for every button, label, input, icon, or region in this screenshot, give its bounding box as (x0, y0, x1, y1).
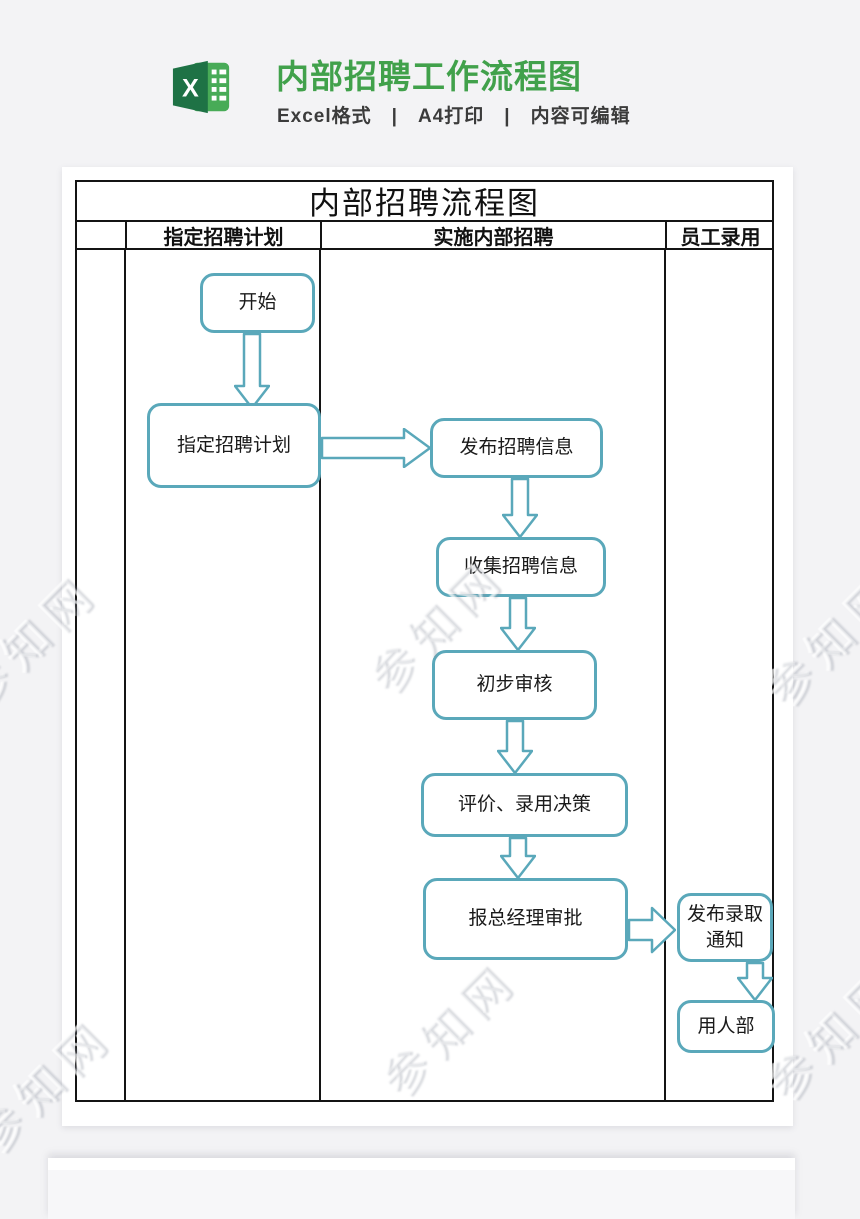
arrow-approval-to-notice (628, 906, 676, 954)
lane-header-plan: 指定招聘计划 (125, 222, 320, 249)
lane-divider-1 (124, 250, 126, 1102)
flowchart-table-frame (75, 180, 774, 1102)
arrow-publish-to-collect (502, 478, 538, 538)
node-make-plan: 指定招聘计划 (147, 403, 321, 488)
page-title: 内部招聘工作流程图 (276, 58, 582, 95)
node-admission-notice: 发布录取通知 (677, 893, 773, 962)
arrow-decision-to-approval (500, 837, 536, 879)
node-employing-dept: 用人部 (677, 1000, 775, 1053)
node-collect-info: 收集招聘信息 (436, 537, 606, 597)
arrow-plan-to-publish (321, 428, 431, 468)
next-page-edge (48, 1158, 795, 1219)
lane-divider-3 (664, 250, 666, 1102)
node-evaluate-decide: 评价、录用决策 (421, 773, 628, 837)
arrow-collect-to-review (500, 597, 536, 651)
svg-text:X: X (182, 75, 199, 103)
node-start: 开始 (200, 273, 315, 333)
node-preliminary-review: 初步审核 (432, 650, 597, 720)
document-page (62, 167, 793, 1126)
flowchart-title: 内部招聘流程图 (75, 180, 774, 222)
excel-icon: X (171, 56, 233, 118)
lane-header-row: 指定招聘计划 实施内部招聘 员工录用 (75, 222, 774, 250)
lane-header-hire: 员工录用 (665, 222, 774, 249)
lane-divider-2 (319, 250, 321, 1102)
arrow-start-to-plan (234, 333, 270, 409)
lane-header-implement: 实施内部招聘 (320, 222, 665, 249)
lane-header-empty (75, 222, 125, 248)
arrow-notice-to-dept (737, 962, 773, 1001)
arrow-review-to-decision (497, 720, 533, 774)
node-gm-approval: 报总经理审批 (423, 878, 628, 960)
page-subtitle: Excel格式 | A4打印 | 内容可编辑 (277, 106, 631, 127)
node-publish-info: 发布招聘信息 (430, 418, 603, 478)
